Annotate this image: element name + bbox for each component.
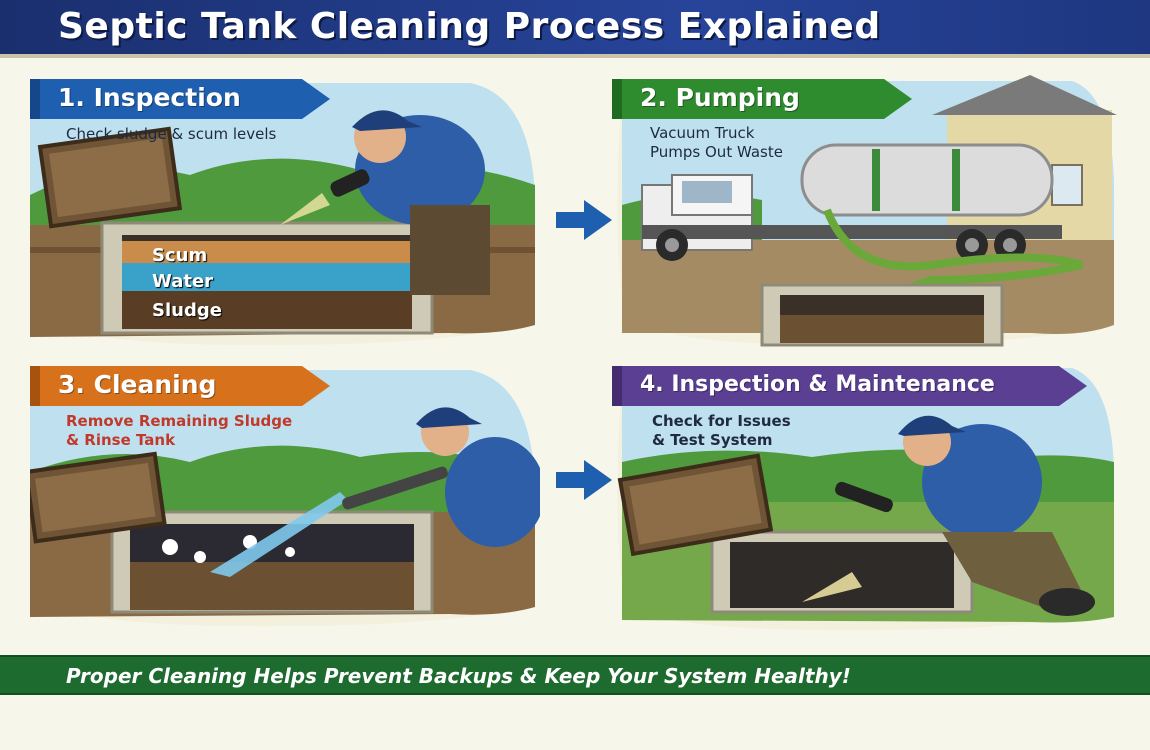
step-caption-line-1: Vacuum Truck: [650, 124, 755, 142]
step-caption-line-2: & Test System: [652, 431, 773, 449]
step-caption-line-1: Check for Issues: [652, 412, 791, 430]
step-caption-line-1: Remove Remaining Sludge: [66, 412, 293, 430]
tank-layer-label-sludge: Sludge: [152, 300, 222, 321]
footer-banner: Proper Cleaning Helps Prevent Backups & …: [0, 655, 1150, 695]
footer-message: Proper Cleaning Helps Prevent Backups & …: [66, 664, 851, 688]
page-title: Septic Tank Cleaning Process Explained: [58, 6, 881, 47]
title-bar: Septic Tank Cleaning Process Explained: [0, 0, 1150, 58]
step-ribbon: 2. Pumping: [612, 79, 912, 119]
tank-layer-label-water: Water: [152, 271, 214, 292]
step-caption-line-2: Pumps Out Waste: [650, 143, 783, 161]
step-caption-line-2: & Rinse Tank: [66, 431, 176, 449]
step-heading: 3. Cleaning: [58, 370, 217, 399]
step-ribbon: 3. Cleaning: [30, 366, 330, 406]
step-panel-maintenance: 4. Inspection & Maintenance Check for Is…: [612, 362, 1117, 632]
step-panel-cleaning: 3. Cleaning Remove Remaining Sludge & Ri…: [30, 362, 540, 628]
step-panel-inspection: 1. Inspection Check sludge & scum levels…: [30, 75, 540, 347]
step-panel-pumping: 2. Pumping Vacuum Truck Pumps Out Waste: [612, 75, 1117, 347]
right-arrow-icon: [556, 460, 612, 500]
maintenance-illustration: [617, 368, 1115, 631]
step-heading: 2. Pumping: [640, 83, 800, 112]
tank-layer-label-scum: Scum: [152, 245, 208, 266]
step-caption: Check sludge & scum levels: [66, 125, 277, 143]
step-heading: 1. Inspection: [58, 83, 241, 112]
step-heading: 4. Inspection & Maintenance: [640, 372, 995, 397]
step-ribbon: 4. Inspection & Maintenance: [612, 366, 1087, 406]
right-arrow-icon: [556, 200, 612, 240]
pumping-illustration: [617, 75, 1117, 347]
step-ribbon: 1. Inspection: [30, 79, 330, 119]
cleaning-illustration: [30, 370, 540, 627]
